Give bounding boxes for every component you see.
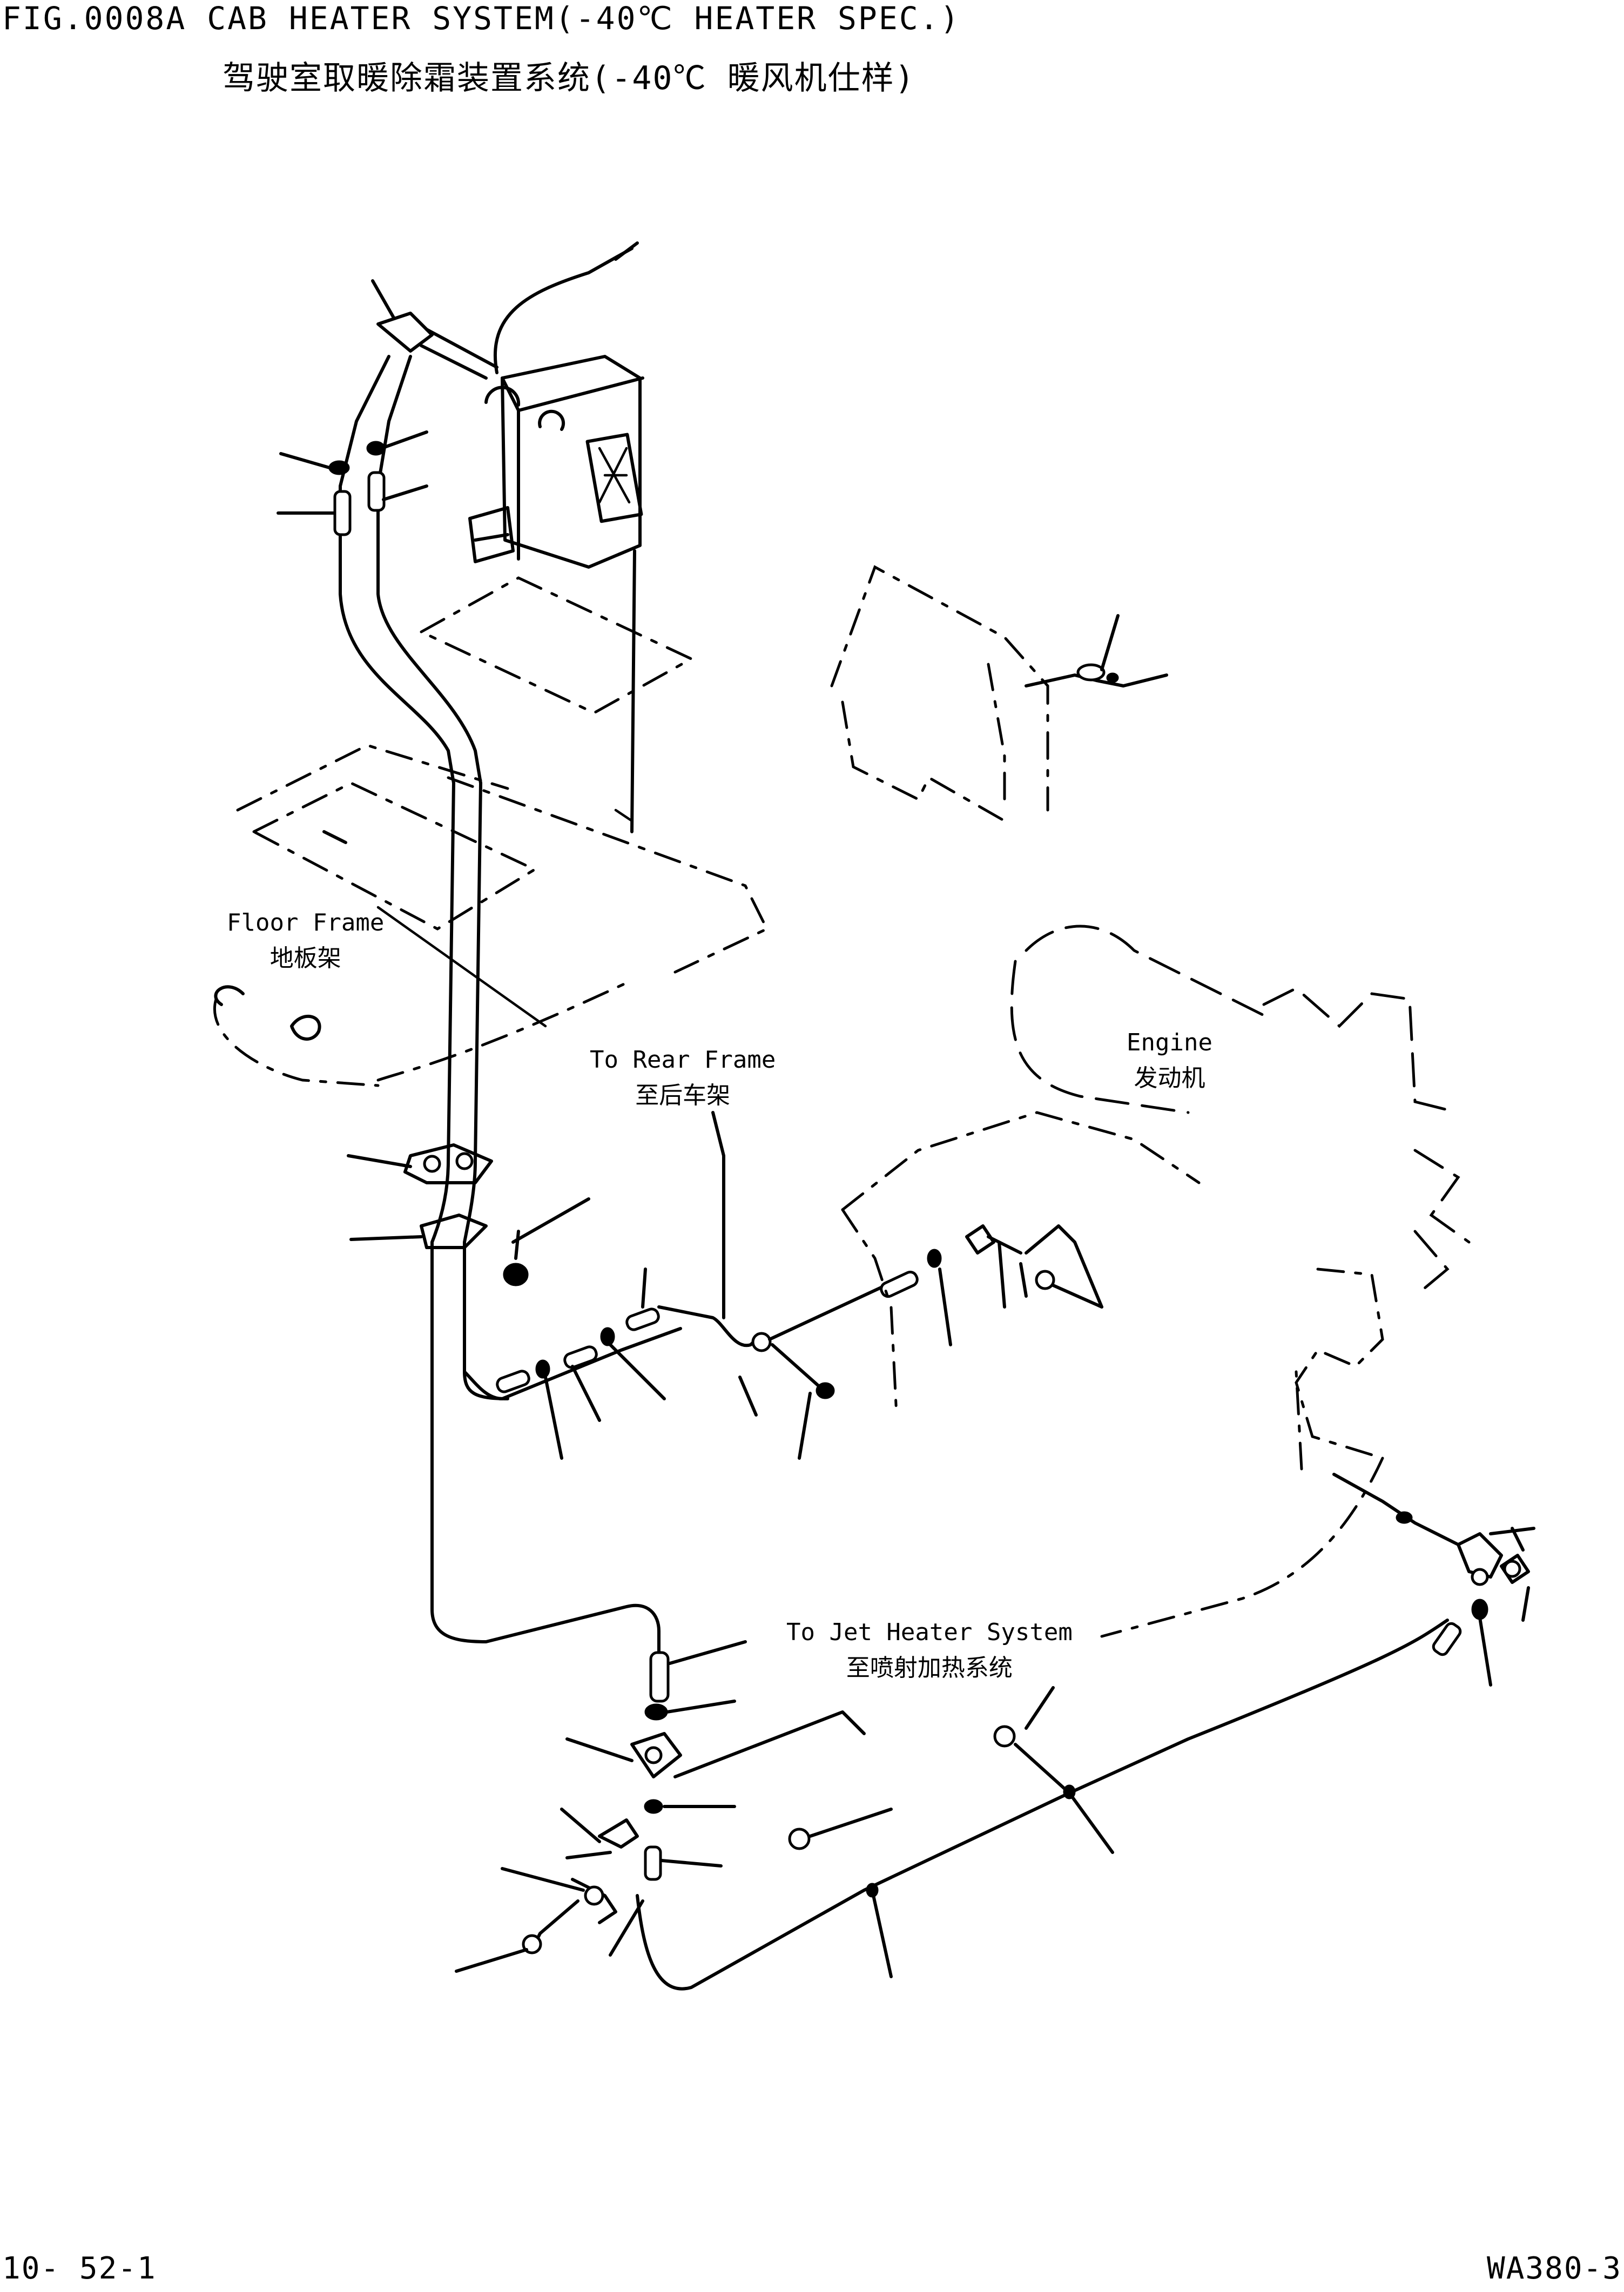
engine-connection <box>1332 1473 1535 1622</box>
engine-label-cn: 发动机 <box>1134 1064 1205 1092</box>
page-number: 10- 52-1 <box>2 2251 157 2286</box>
engine-label-en: Engine <box>1127 1029 1212 1056</box>
floor-frame-label: Floor Frame 地板架 <box>227 905 384 976</box>
rear-frame-label-cn: 至后车架 <box>635 1082 731 1109</box>
model-number: WA380-3 <box>1486 2251 1622 2286</box>
rear-frame-label: To Rear Frame 至后车架 <box>590 1042 776 1114</box>
jet-heater-hoses <box>455 1599 1492 1991</box>
figure-title-chinese: 驾驶室取暖除霜装置系统(-40℃ 暖风机仕样) <box>223 59 915 97</box>
figure-title: FIG.0008A CAB HEATER SYSTEM(-40℃ HEATER … <box>2 0 961 37</box>
main-heater-tubes <box>430 549 661 1654</box>
rear-frame-label-en: To Rear Frame <box>590 1046 776 1074</box>
floor-frame-leader <box>376 906 547 1028</box>
floor-frame-label-cn: 地板架 <box>269 945 341 972</box>
floor-frame-label-en: Floor Frame <box>227 909 385 936</box>
jet-heater-label-en: To Jet Heater System <box>786 1619 1073 1646</box>
hose-clamps-upper <box>347 1143 590 1286</box>
jet-heater-label-cn: 至喷射加热系统 <box>846 1654 1013 1682</box>
upper-right-bracket <box>830 565 1168 823</box>
misc-leader <box>614 808 634 823</box>
engine-outline <box>841 925 1471 1638</box>
floor-frame-outline <box>213 576 769 1087</box>
engine-label: Engine 发动机 <box>1127 1025 1212 1096</box>
heater-unit <box>468 355 644 569</box>
rear-frame-hoses <box>463 1111 1103 1460</box>
heater-cable <box>493 247 634 374</box>
jet-heater-label: To Jet Heater System 至喷射加热系统 <box>786 1615 1073 1686</box>
heater-hose-left <box>277 279 498 785</box>
